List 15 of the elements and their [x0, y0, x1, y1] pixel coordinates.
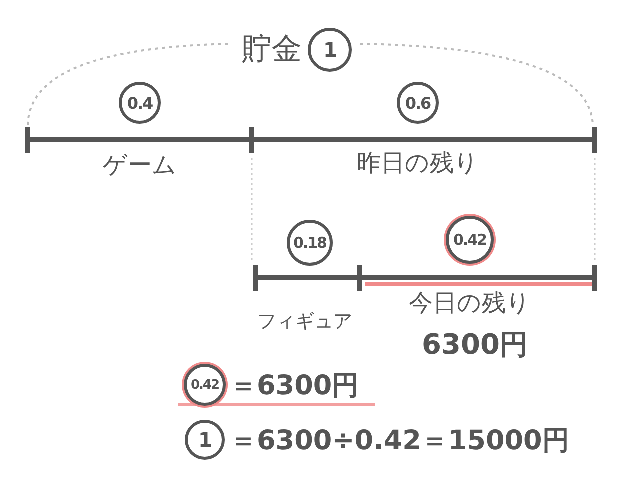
circled-number: 1: [308, 28, 352, 72]
segment-label: フィギュア: [258, 312, 352, 332]
circled-number: 1: [185, 420, 225, 460]
circled-number: 0.42: [184, 364, 226, 406]
title: 貯金: [242, 35, 302, 65]
segment-label: ゲーム: [103, 153, 177, 177]
equation: ＝6300円: [230, 372, 360, 400]
amount-label: 6300円: [422, 331, 528, 359]
circled-number: 0.6: [397, 82, 439, 124]
circled-number: 0.42: [446, 216, 494, 264]
equation: ＝6300÷0.42＝15000円: [230, 428, 570, 454]
segment-label: 今日の残り: [409, 291, 531, 315]
circled-number: 0.18: [287, 220, 333, 266]
circled-number: 0.4: [119, 82, 161, 124]
segment-label: 昨日の残り: [357, 151, 479, 175]
